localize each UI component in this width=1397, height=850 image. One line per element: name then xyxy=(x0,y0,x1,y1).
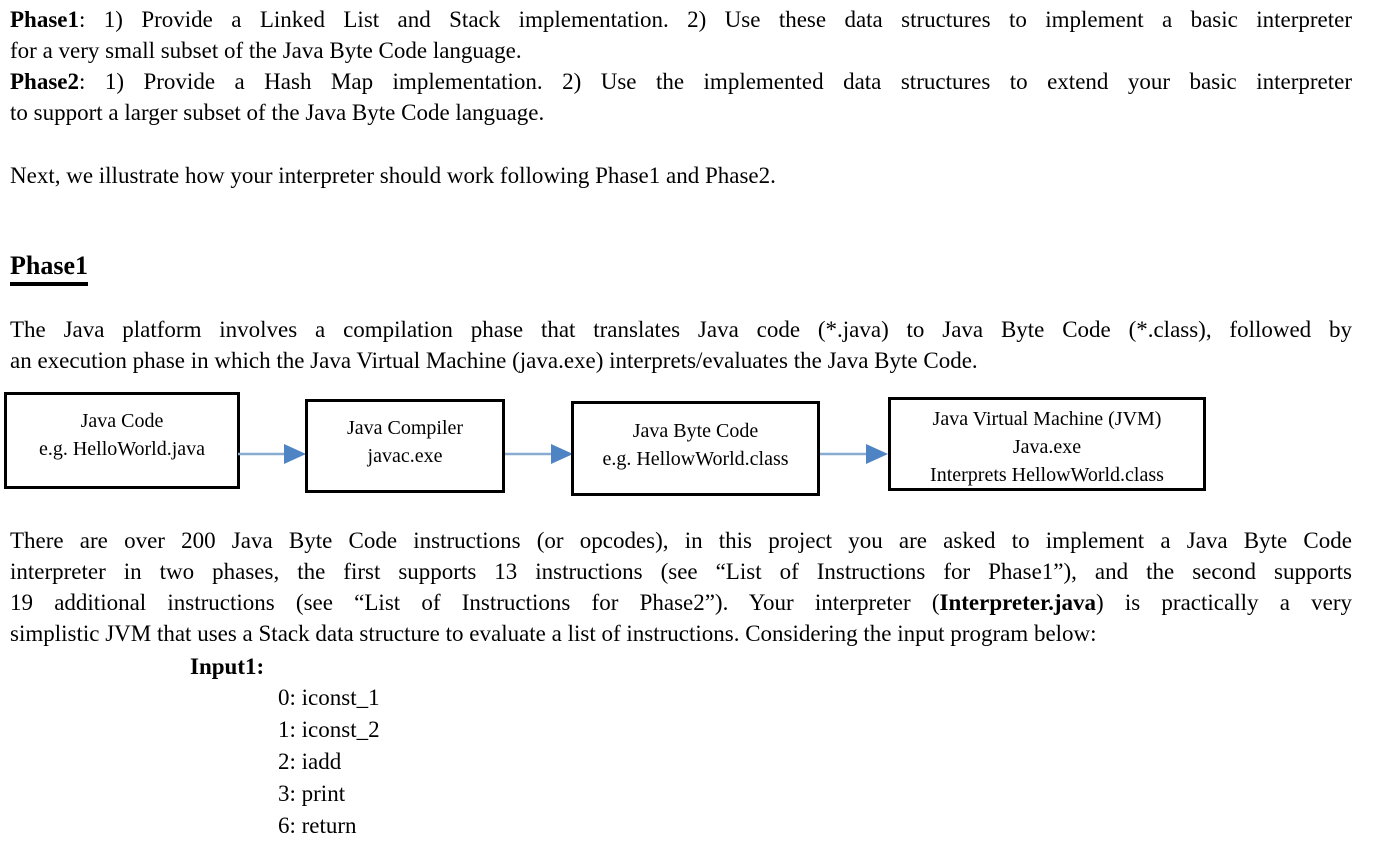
program-instruction-line: 6: return xyxy=(278,813,357,838)
diagram-box-java-code: Java Code e.g. HelloWorld.java xyxy=(4,392,240,489)
paragraph-java-platform: The Java platform involves a compilation… xyxy=(10,314,1352,376)
diagram-box-text-line: e.g. HellowWorld.class xyxy=(602,448,789,470)
diagram-box-text-line: Java Virtual Machine (JVM) xyxy=(932,408,1162,430)
program-instruction-line: 1: iconst_2 xyxy=(278,717,380,742)
diagram-box-text-line: Java Compiler xyxy=(346,417,464,439)
diagram-box-java-compiler: Java Compiler javac.exe xyxy=(305,399,505,493)
text-line: Phase1: 1) Provide a Linked List and Sta… xyxy=(10,7,1352,32)
program-instruction-line: 3: print xyxy=(278,781,346,806)
program-instruction-line: 2: iadd xyxy=(278,749,342,774)
text-line: interpreter in two phases, the first sup… xyxy=(10,559,1352,584)
heading-phase1: Phase1 xyxy=(10,251,1352,286)
diagram-box-text-line: Java Code xyxy=(80,410,164,432)
compilation-flow-diagram: Java Code e.g. HelloWorld.java Java Compi… xyxy=(4,389,1352,501)
flow-arrow-icon xyxy=(238,444,306,464)
text-line: simplistic JVM that uses a Stack data st… xyxy=(10,621,1097,646)
diagram-box-text-line: Java Byte Code xyxy=(632,420,759,442)
program-listing: 0: iconst_1 1: iconst_2 2: iadd 3: print 6: … xyxy=(10,682,1352,842)
input1-label: Input1: xyxy=(190,654,265,679)
text-line: 19 additional instructions (see “List of… xyxy=(10,590,1352,615)
program-instruction-line: 0: iconst_1 xyxy=(278,685,380,710)
text-line: an execution phase in which the Java Vir… xyxy=(10,348,978,373)
diagram-box-java-byte-code: Java Byte Code e.g. HellowWorld.class xyxy=(571,401,820,496)
text-line: for a very small subset of the Java Byte… xyxy=(10,38,522,63)
text-line: The Java platform involves a compilation… xyxy=(10,317,1352,342)
text-line: There are over 200 Java Byte Code instru… xyxy=(10,528,1352,553)
paragraph-next-illustrate: Next, we illustrate how your interpreter… xyxy=(10,160,1352,191)
paragraph-instructions-overview: There are over 200 Java Byte Code instru… xyxy=(10,525,1352,649)
diagram-box-text-line: javac.exe xyxy=(367,445,443,467)
diagram-box-text-line: e.g. HelloWorld.java xyxy=(38,438,206,460)
text-line: Phase2: 1) Provide a Hash Map implementa… xyxy=(10,69,1352,94)
diagram-box-text-line: Interprets HellowWorld.class xyxy=(930,464,1164,486)
text-line: to support a larger subset of the Java B… xyxy=(10,100,545,125)
text-line: Next, we illustrate how your interpreter… xyxy=(10,163,776,188)
diagram-box-text-line: Java.exe xyxy=(1012,436,1082,458)
flow-arrow-icon xyxy=(820,444,888,464)
heading-phase1-text: Phase1 xyxy=(10,251,88,286)
flow-arrow-icon xyxy=(505,444,573,464)
paragraph-phases-overview: Phase1: 1) Provide a Linked List and Sta… xyxy=(10,4,1352,128)
